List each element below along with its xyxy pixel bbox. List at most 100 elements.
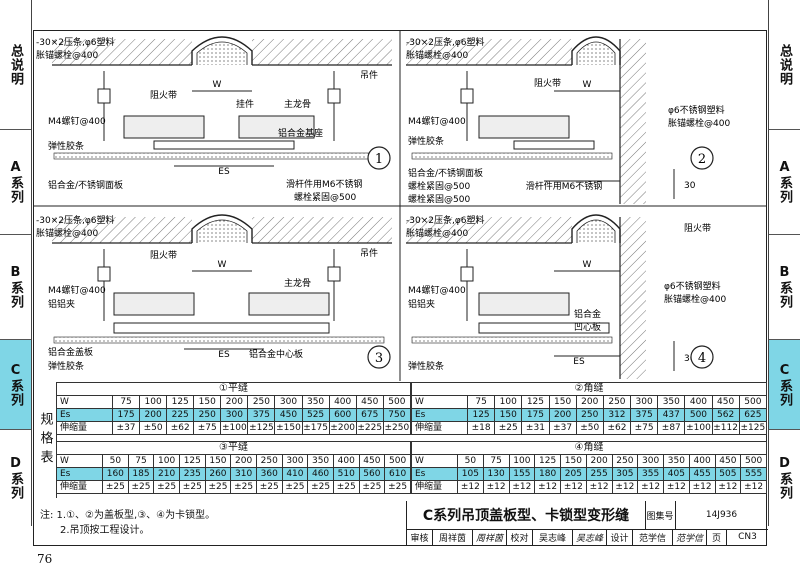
detail-3: W ES 3 -30×2压条,φ6塑料 胀锚螺栓@400 吊件 阻火带 主龙骨 … [36,214,392,372]
d2-label-strip: -30×2压条,φ6塑料 [406,36,485,48]
spec-cell: ±31 [521,421,550,435]
spec-cell: ±25 [153,480,180,494]
d2-label-gasket: 弹性胶条 [408,135,444,147]
spec-cell: ±25 [230,480,257,494]
spec-cell: 250 [611,454,639,468]
spec-cell: 300 [637,454,664,468]
spec-cell: 350 [301,395,330,409]
d4-label-strip: -30×2压条,φ6塑料 [406,214,485,226]
spec-cell: 150 [548,395,577,409]
spec-cell: 205 [560,467,587,481]
d2-label-ss-bolt: φ6不锈钢塑料 [668,104,725,116]
d2-label-slider: 螺栓紧固@500 [408,180,470,192]
d2-label-panel: 铝合金/不锈钢面板 [408,167,483,179]
spec-cell: 100 [508,454,536,468]
spec-cell: 505 [714,467,742,481]
spec-cell: 75 [466,395,496,409]
spec-cell: 450 [714,454,742,468]
tab-general[interactable]: 总说明 [0,0,31,130]
spec-cell: 405 [663,467,690,481]
spec-cell: 150 [560,454,587,468]
spec-cell: 75 [111,395,141,409]
d2-number: 2 [698,152,706,167]
d3-label-gasket: 弹性胶条 [48,360,84,372]
d3-es-label: ES [218,350,230,360]
spec-cell: ±25 [102,480,129,494]
page-number: 76 [37,552,53,566]
spec-cell: 260 [204,467,232,481]
spec-cell: 200 [575,395,604,409]
spec-cell: 560 [358,467,386,481]
spec-cell: ±25 [281,480,309,494]
d4-label-screw: M4螺钉@400 [408,285,466,296]
spec-cell: ±37 [548,421,577,435]
drawing-frame [33,30,767,546]
spec-cell: 400 [332,454,360,468]
spec-cell: ±175 [301,421,330,435]
spec-cell: 500 [382,395,412,409]
d4-width-label: W [583,260,592,270]
spec2-title: ②角缝 [411,382,767,396]
d2-label-ss-bolt-spacing: 胀锚螺栓@400 [668,117,730,129]
d2-label-firestop: 阻火带 [534,78,561,89]
spec-cell: 155 [508,467,536,481]
spec-row: 伸缩量±12±12±12±12±12±12±12±12±12±12±12±12 [411,480,767,494]
spec-cell: 375 [630,408,659,422]
spec-cell: ±12 [585,480,613,494]
spec-side-label: 规格表 [34,382,57,498]
tab-general-right[interactable]: 总说明 [769,0,800,130]
detail-2: W 滑杆件用M6不锈钢 30 2 -30×2压条,φ6塑料 胀锚螺栓@400 阻… [406,36,730,205]
spec-cell: 180 [534,467,561,481]
tab-a-series-right[interactable]: A系列 [769,130,800,235]
tab-c-series-right[interactable]: C系列 [769,340,800,430]
spec-cell: 625 [738,408,768,422]
d4-label-clip: 铝铝夹 [408,298,435,310]
d4-es-label: ES [573,357,585,367]
tab-c-series[interactable]: C系列 [0,340,31,430]
spec-cell: ±75 [630,421,659,435]
d2-dim-30: 30 [684,181,696,191]
sign-review-label: 审核 [407,529,433,545]
spec-cell: 350 [307,454,334,468]
spec3-title: ③平缝 [56,441,411,455]
spec-cell: 175 [521,408,550,422]
tab-d-series[interactable]: D系列 [8,456,23,500]
d4-number: 4 [698,351,706,366]
spec-cell: 75 [482,454,510,468]
tab-a-series[interactable]: A系列 [0,130,31,235]
spec-cell: ±100 [220,421,249,435]
left-side-tabs: 总说明 A系列 B系列 C系列 D系列 [0,0,32,526]
title-block: C系列吊顶盖板型、卡锁型变形缝 图集号 14J936 审核 周祥茵 周祥茵 校对… [406,501,768,545]
spec-cell: ±225 [355,421,384,435]
d2-es-label: 滑杆件用M6不锈钢 [526,180,603,192]
spec-cell: 450 [711,395,740,409]
spec-cell: 555 [740,467,767,481]
right-side-tabs: 总说明 A系列 B系列 C系列 D系列 [768,0,800,526]
spec-cell: ±150 [274,421,303,435]
d4-label-alloy: 铝合金 [574,308,601,320]
spec-cell: 225 [166,408,195,422]
tab-d-series-right[interactable]: D系列 [777,456,792,500]
spec-cell: ±112 [711,421,740,435]
spec-cell: 375 [247,408,276,422]
spec-cell: 525 [301,408,330,422]
spec-cell: 125 [534,454,561,468]
tab-b-series[interactable]: B系列 [0,235,31,340]
atlas-label: 图集号 [645,501,676,530]
tab-b-series-right[interactable]: B系列 [769,235,800,340]
d2-width-label: W [583,80,592,90]
spec-cell: ±37 [111,421,141,435]
d1-label-firestop: 阻火带 [150,90,177,101]
spec-cell: 750 [382,408,412,422]
sign-design-signature: 范学信 [673,529,707,545]
spec-cell: 355 [637,467,664,481]
spec-cell: 610 [384,467,411,481]
d3-label-strip: -30×2压条,φ6塑料 [36,214,115,226]
